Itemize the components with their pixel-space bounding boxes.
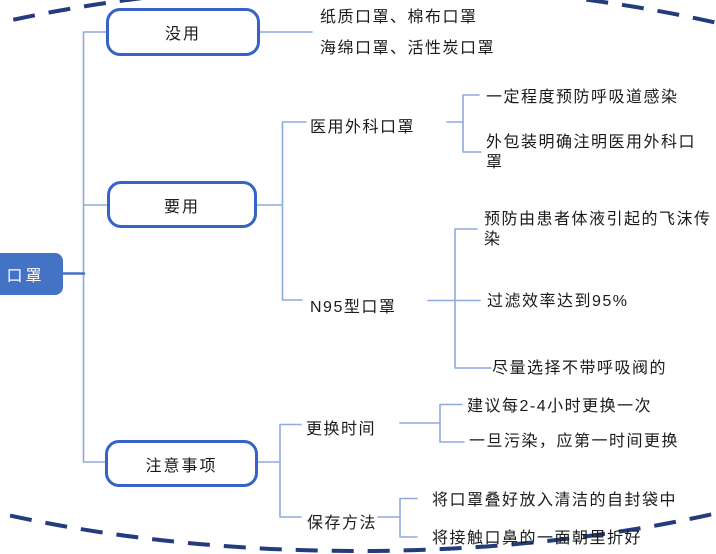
- branch-node-no-use: 没用: [106, 8, 260, 56]
- branch-connector-lines: [82, 31, 492, 538]
- leaf-prevent-droplet-transmission: 预防由患者体液引起的飞沫传染: [484, 211, 712, 248]
- leaf-filter-efficiency-95: 过滤效率达到95%: [487, 293, 629, 310]
- leaf-packaging-labeled-surgical: 外包装明确注明医用外科口罩: [486, 134, 697, 171]
- subtopic-replacement-time: 更换时间: [306, 421, 377, 438]
- root-node-mask: 口罩: [0, 253, 63, 295]
- branch-node-precautions: 注意事项: [105, 440, 258, 487]
- leaf-fold-into-clean-ziplock-bag: 将口罩叠好放入清洁的自封袋中: [432, 492, 678, 509]
- branch-node-should-use: 要用: [107, 181, 257, 228]
- branch-node-precautions-label: 注意事项: [145, 457, 218, 475]
- leaf-choose-no-valve: 尽量选择不带呼吸阀的: [492, 360, 668, 377]
- leaf-replace-every-2-4-hours: 建议每2-4小时更换一次: [467, 398, 653, 415]
- branch-node-no-use-label: 没用: [164, 26, 201, 43]
- subtopic-n95-mask: N95型口罩: [310, 299, 397, 316]
- subtopic-storage-method: 保存方法: [307, 515, 378, 532]
- root-node-label: 口罩: [6, 268, 45, 285]
- leaf-paper-cotton-masks: 纸质口罩、棉布口罩: [320, 9, 478, 26]
- leaf-fold-contact-side-inward: 将接触口鼻的一面朝里折好: [432, 530, 643, 547]
- leaf-replace-when-contaminated: 一旦污染，应第一时间更换: [469, 433, 680, 450]
- branch-node-should-use-label: 要用: [163, 198, 200, 216]
- leaf-sponge-carbon-masks: 海绵口罩、活性炭口罩: [320, 40, 496, 57]
- subtopic-surgical-mask: 医用外科口罩: [310, 119, 416, 136]
- leaf-prevent-respiratory-infection: 一定程度预防呼吸道感染: [486, 89, 679, 106]
